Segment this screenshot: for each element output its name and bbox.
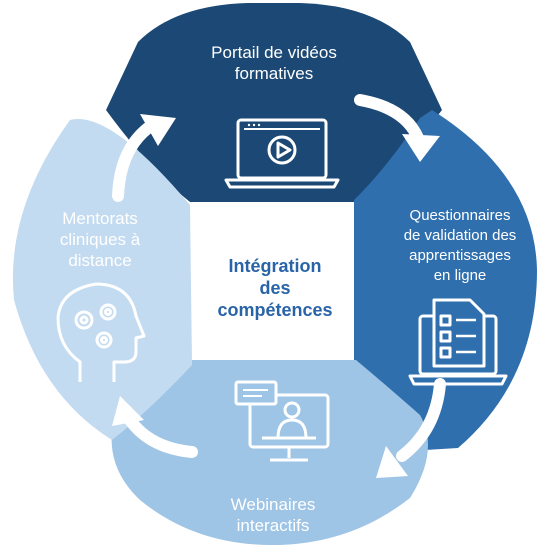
head-gears-icon	[56, 282, 146, 382]
arrow-left-to-top	[112, 114, 176, 202]
arrow-top-to-right	[354, 94, 440, 162]
segment-top-label: Portail de vidéos formatives	[211, 43, 337, 83]
segment-left	[12, 119, 192, 441]
segment-right	[354, 110, 537, 452]
arrow-right-to-bottom	[376, 378, 446, 478]
arrow-bottom-to-left	[112, 396, 198, 458]
center-label: Intégration des compétences	[217, 256, 333, 320]
video-laptop-icon	[224, 118, 340, 189]
segment-right-label: Questionnaires de validation des apprent…	[403, 207, 517, 284]
segment-bottom-label: Webinaires interactifs	[230, 495, 316, 535]
segment-bottom	[111, 360, 429, 545]
checklist-laptop-icon	[408, 298, 508, 386]
segment-top	[106, 3, 442, 202]
segment-left-label: Mentorats cliniques à distance	[59, 209, 141, 270]
webinar-monitor-icon	[234, 380, 330, 462]
